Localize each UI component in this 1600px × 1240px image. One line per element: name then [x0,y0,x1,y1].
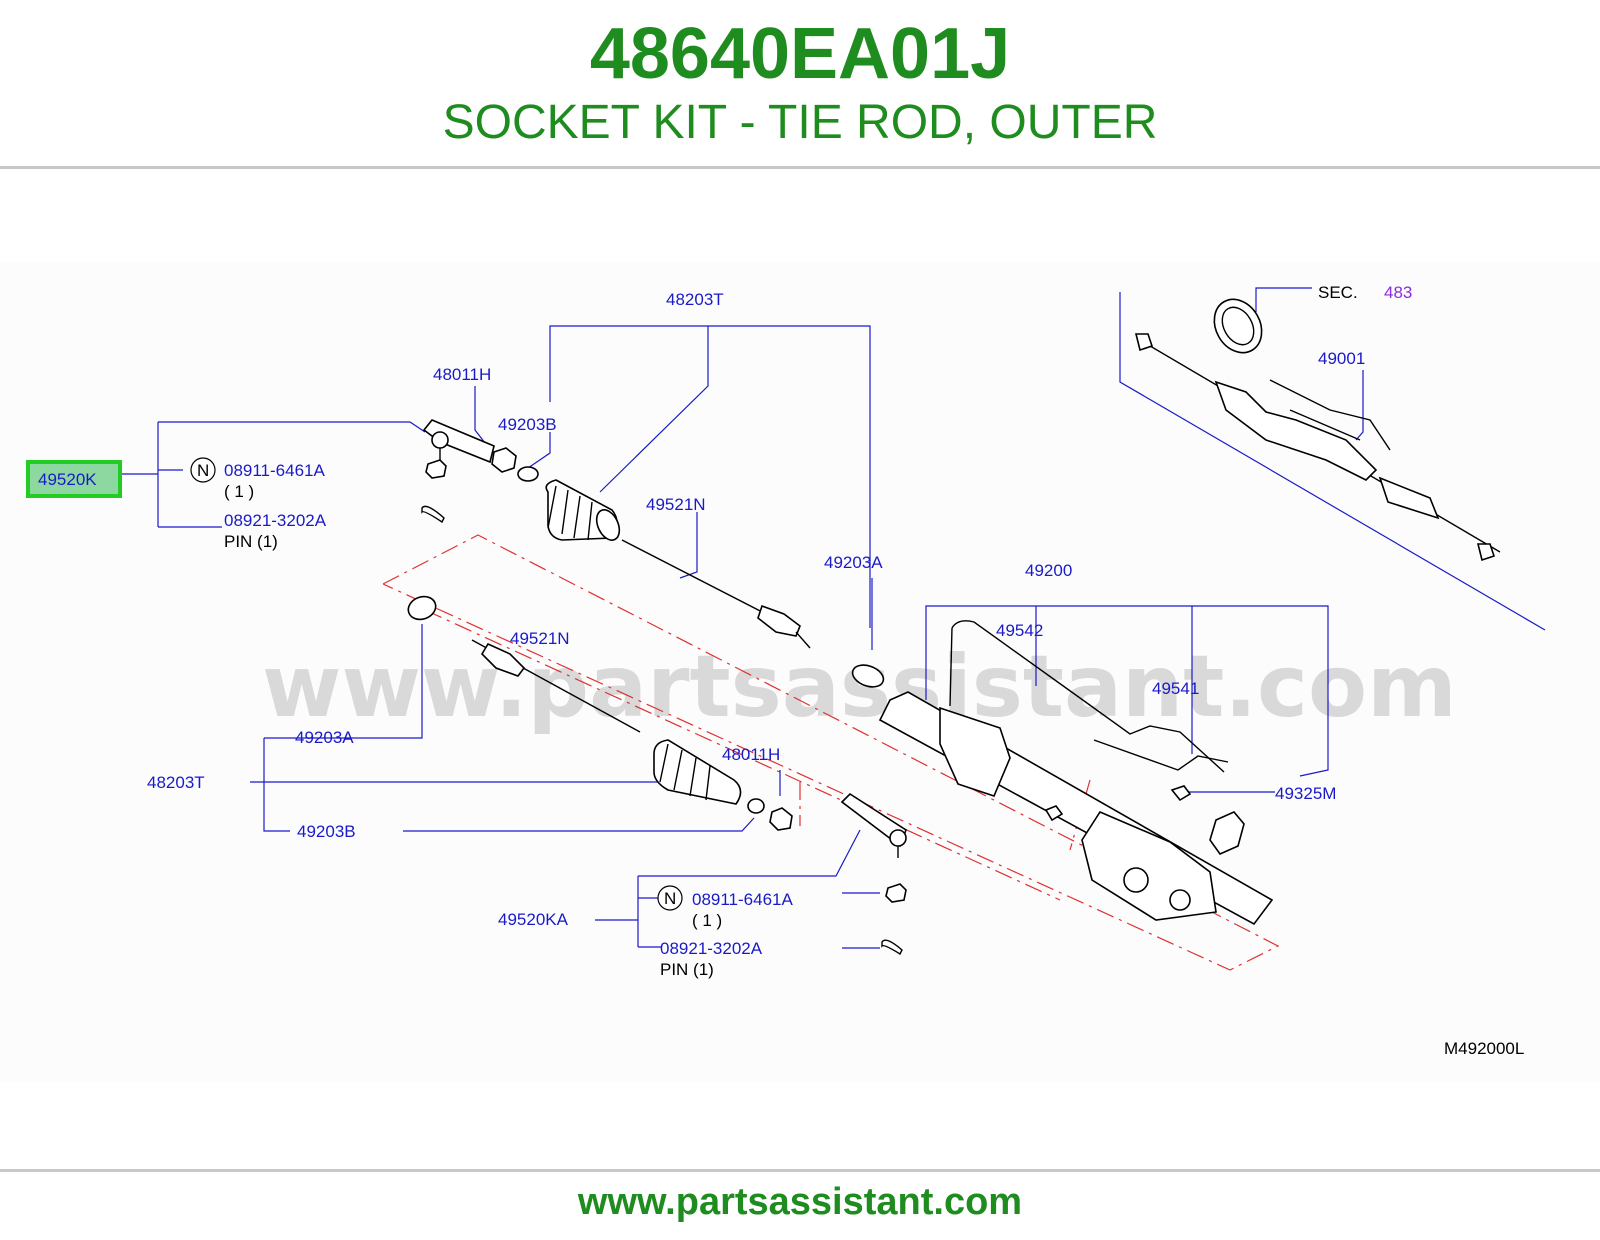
label-49200[interactable]: 49200 [1025,561,1072,580]
boot-lower [653,739,742,805]
part-drawings [407,298,1501,956]
cotter-pin-top [421,505,445,524]
n-marker-bottom [657,885,683,911]
hydraulic-line-49541 [1093,739,1229,771]
label-49203A-right[interactable]: 49203A [824,553,883,572]
label-08921-bottom[interactable]: 08921-3202A [660,939,763,958]
label-48203T-left[interactable]: 48203T [147,773,205,792]
leader-lines [120,287,1546,949]
assembly-outline [382,534,1280,971]
pinion-valve [1209,811,1245,855]
diagram-background [0,262,1600,1082]
part-number-title: 48640EA01J [589,14,1011,94]
footer-divider [0,1169,1600,1172]
label-49541[interactable]: 49541 [1152,679,1199,698]
header-divider [0,166,1600,169]
clamp-right [851,664,885,688]
inner-socket-lower [480,642,526,677]
callout-labels: 48203T 48011H 49203B 49521N 49203A 49200… [147,283,1412,979]
nut-lower [885,883,907,903]
watermark-text: www.partsassistant.com [262,637,1457,737]
label-483[interactable]: 483 [1384,283,1412,302]
label-49521N-top[interactable]: 49521N [646,495,706,514]
fitting-49325M [1170,785,1192,802]
label-49203B-top[interactable]: 49203B [498,415,557,434]
label-08921-top[interactable]: 08921-3202A [224,511,327,530]
label-48011H-top[interactable]: 48011H [433,365,491,384]
label-49520KA[interactable]: 49520KA [498,910,569,929]
label-48203T-top[interactable]: 48203T [666,290,724,309]
footer-url[interactable]: www.partsassistant.com [577,1181,1023,1223]
overview-boot [1378,476,1440,520]
clamp-lower [747,798,765,814]
label-pin-top: PIN (1) [224,532,278,551]
parts-diagram: www.partsassistant.com [0,262,1600,1082]
diagram-code: M492000L [1444,1039,1524,1058]
jam-nut-top [491,447,517,473]
n-marker-top [190,457,216,483]
label-N-top: N [197,461,209,480]
nut-top [425,459,447,479]
label-sec: SEC. [1318,283,1358,302]
tie-rod-end-lower [840,792,907,848]
label-49203A-left[interactable]: 49203A [295,728,354,747]
label-49542[interactable]: 49542 [996,621,1043,640]
label-48011H-mid[interactable]: 48011H [722,745,780,764]
label-qty-top: ( 1 ) [224,482,254,501]
rack-housing-left [939,706,1011,797]
label-pin-bottom: PIN (1) [660,960,714,979]
label-49001[interactable]: 49001 [1318,349,1365,368]
label-49520K[interactable]: 49520K [38,470,97,489]
assembly-centerline [424,609,1061,901]
cotter-pin-lower [881,939,903,956]
label-08911-bottom[interactable]: 08911-6461A [692,890,793,909]
highlight-box [26,460,122,498]
inner-socket-top [757,604,801,637]
grommet-483 [1213,298,1263,354]
fitting-small [1044,805,1064,822]
overview-rack-body [1214,380,1378,481]
clamp-left [407,595,437,621]
overview-tie-end-left [1134,333,1154,352]
hydraulic-line-49542 [951,620,1225,773]
clamp-top [517,466,539,482]
label-49521N-mid[interactable]: 49521N [510,629,570,648]
jam-nut-lower [769,807,793,831]
overview-lines [1269,379,1391,451]
label-08911-top[interactable]: 08911-6461A [224,461,325,480]
part-name-subtitle: SOCKET KIT - TIE ROD, OUTER [442,96,1158,149]
label-N-bottom: N [664,889,676,908]
label-49203B-left[interactable]: 49203B [297,822,356,841]
overview-tie-end-right [1476,543,1496,562]
label-49325M[interactable]: 49325M [1275,784,1336,803]
label-qty-bottom: ( 1 ) [692,911,722,930]
